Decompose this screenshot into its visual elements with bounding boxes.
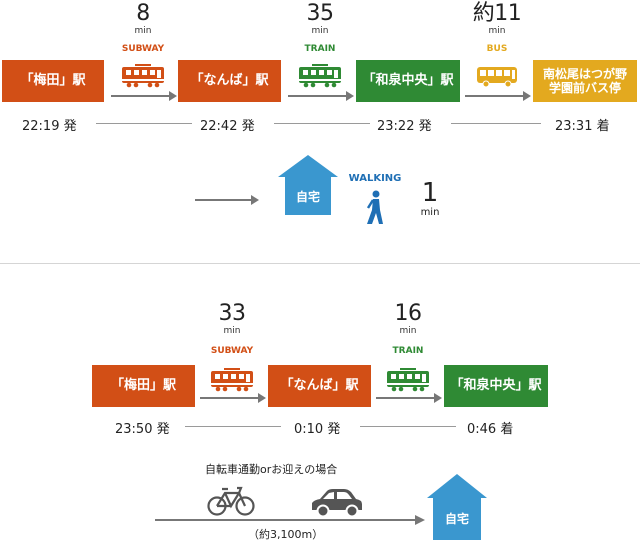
- bus-icon: [477, 67, 517, 88]
- home-icon: [278, 155, 338, 215]
- train-icon: [299, 64, 341, 88]
- walk-arrow: [195, 195, 259, 205]
- leg3-arrow: [465, 91, 531, 101]
- bicycle-arrow: [155, 515, 425, 525]
- train-icon-2: [387, 368, 429, 392]
- leg3-mode: BUS: [486, 44, 508, 54]
- station-umeda: 「梅田」駅: [2, 60, 104, 102]
- leg3-minutes: 約11: [472, 1, 522, 26]
- leg1-arrow: [111, 91, 177, 101]
- home-icon-2: [427, 474, 487, 540]
- leg2-mode: TRAIN: [304, 44, 336, 54]
- leg2-2-arrow: [376, 393, 442, 403]
- station2-namba: 「なんば」駅: [268, 365, 371, 407]
- leg2-2-mode: TRAIN: [392, 346, 424, 356]
- leg2-2-unit: min: [399, 326, 417, 336]
- time2-izumi-chuo: 0:46 着: [467, 422, 514, 437]
- leg2-1-minutes: 33: [218, 301, 247, 326]
- leg3-unit: min: [488, 26, 506, 36]
- bicycle-caption: 自転車通勤orお迎えの場合: [205, 463, 338, 476]
- subway-train-icon: [122, 64, 164, 88]
- time-izumi-chuo: 23:22 発: [377, 119, 432, 134]
- station2-umeda: 「梅田」駅: [92, 365, 195, 407]
- timeline2-2: [360, 426, 456, 427]
- leg2-1-duration: 33 min: [202, 302, 262, 337]
- leg3-duration: 約11 min: [467, 2, 527, 37]
- bicycle-icon: [207, 486, 255, 516]
- station-namba: 「なんば」駅: [178, 60, 281, 102]
- leg1-minutes: 8: [136, 1, 150, 26]
- leg2-minutes: 35: [306, 1, 335, 26]
- leg2-1-arrow: [200, 393, 266, 403]
- leg1-unit: min: [134, 26, 152, 36]
- station2-izumi-chuo: 「和泉中央」駅: [444, 365, 548, 407]
- time2-umeda: 23:50 発: [115, 422, 170, 437]
- leg2-arrow: [288, 91, 354, 101]
- timeline-3: [451, 123, 541, 124]
- timeline2-1: [185, 426, 281, 427]
- leg2-2-minutes: 16: [394, 301, 423, 326]
- home-label: 自宅: [295, 190, 320, 204]
- bicycle-distance: （約3,100m）: [248, 528, 324, 541]
- time-bus-stop: 23:31 着: [555, 119, 610, 134]
- car-icon: [312, 489, 362, 518]
- walking-unit: min: [420, 207, 440, 218]
- walking-minutes: 1: [421, 178, 439, 208]
- timeline-2: [274, 123, 370, 124]
- station-izumi-chuo: 「和泉中央」駅: [356, 60, 460, 102]
- time2-namba: 0:10 発: [294, 422, 341, 437]
- station-bus-stop: 南松尾はつが野 学園前バス停: [533, 60, 637, 102]
- leg2-2-duration: 16 min: [378, 302, 438, 337]
- leg2-1-unit: min: [223, 326, 241, 336]
- home-label-2: 自宅: [444, 512, 469, 526]
- leg2-duration: 35 min: [290, 2, 350, 37]
- walking-mode: WALKING: [348, 173, 402, 184]
- time-namba: 22:42 発: [200, 119, 255, 134]
- timeline-1: [96, 123, 192, 124]
- leg2-1-mode: SUBWAY: [210, 346, 254, 356]
- subway-train-icon-2: [211, 368, 253, 392]
- leg1-mode: SUBWAY: [121, 44, 165, 54]
- leg1-duration: 8 min: [113, 2, 173, 37]
- leg2-unit: min: [311, 26, 329, 36]
- section-divider: [0, 263, 640, 264]
- time-umeda: 22:19 発: [22, 119, 77, 134]
- walking-person-icon: [366, 190, 383, 224]
